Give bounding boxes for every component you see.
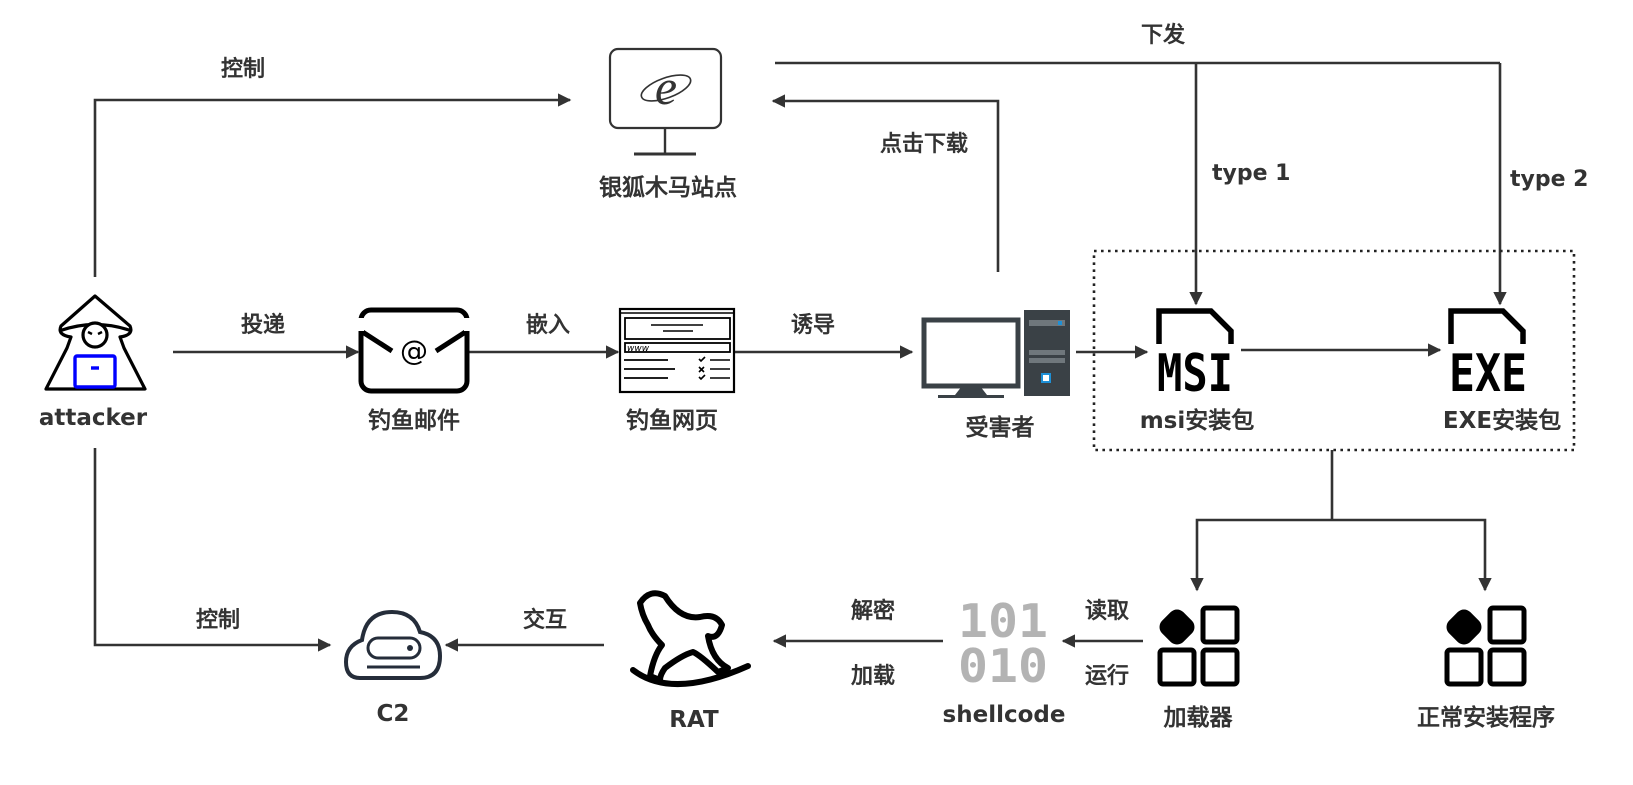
svg-text:010: 010 xyxy=(958,639,1048,693)
edges: 控制 投递 嵌入 诱导 点击下载 下发 type 1 type 2 读取 xyxy=(93,22,1589,689)
edge-label-type1: type 1 xyxy=(1212,161,1291,186)
svg-text:@: @ xyxy=(400,334,428,367)
edge-label-decrypt: 解密 xyxy=(851,598,895,624)
node-label-trojan-site: 银狐木马站点 xyxy=(599,174,737,201)
node-attacker[interactable]: attacker xyxy=(39,294,148,431)
edge-label-dispatch: 下发 xyxy=(1141,22,1186,48)
node-normal-installer[interactable]: 正常安装程序 xyxy=(1417,605,1555,731)
edge-label-run: 运行 xyxy=(1085,663,1129,689)
node-exe-package[interactable]: EXE EXE安装包 xyxy=(1443,308,1561,434)
desktop-computer-icon xyxy=(921,310,1070,398)
node-label-phishing-email: 钓鱼邮件 xyxy=(368,407,460,434)
node-msi-package[interactable]: MSI msi安装包 xyxy=(1140,308,1255,434)
edge-label-control-bottom: 控制 xyxy=(196,607,240,633)
edge-attacker-to-c2 xyxy=(93,448,332,652)
node-label-attacker: attacker xyxy=(39,405,148,431)
edge-label-deliver: 投递 xyxy=(241,312,285,338)
svg-text:EXE: EXE xyxy=(1449,344,1527,404)
svg-text:www: www xyxy=(627,344,650,354)
edge-victim-to-site xyxy=(771,94,1000,272)
edge-label-lure: 诱导 xyxy=(791,313,835,338)
edge-label-load: 加载 xyxy=(850,663,895,689)
webpage-form-icon: www xyxy=(618,307,736,394)
node-label-phishing-page: 钓鱼网页 xyxy=(626,407,718,434)
node-phishing-page[interactable]: www 钓鱼网页 xyxy=(618,307,736,434)
edge-label-interact: 交互 xyxy=(523,607,567,633)
node-loader[interactable]: 加载器 xyxy=(1156,605,1240,731)
node-trojan-site[interactable]: e 银狐木马站点 xyxy=(599,47,737,201)
node-label-loader: 加载器 xyxy=(1163,705,1234,731)
edge-attacker-to-site xyxy=(93,93,572,277)
browser-monitor-icon: e xyxy=(608,47,723,156)
edge-label-click-download: 点击下载 xyxy=(880,131,968,157)
node-label-shellcode: shellcode xyxy=(943,702,1066,728)
node-c2[interactable]: C2 xyxy=(343,609,443,727)
binary-code-icon: 101 010 xyxy=(958,594,1048,693)
rocking-horse-icon xyxy=(630,590,751,687)
app-grid-icon xyxy=(1444,605,1527,687)
node-label-normal-installer: 正常安装程序 xyxy=(1417,704,1555,731)
app-grid-icon xyxy=(1157,605,1240,687)
node-label-victim: 受害者 xyxy=(966,414,1035,441)
package-group-box xyxy=(1092,249,1576,452)
edge-split-to-normal xyxy=(1332,518,1492,592)
node-shellcode[interactable]: 101 010 shellcode xyxy=(943,594,1066,728)
edge-label-read: 读取 xyxy=(1085,599,1129,624)
svg-text:101: 101 xyxy=(958,594,1048,648)
exe-file-icon: EXE xyxy=(1448,308,1527,404)
node-label-exe-package: EXE安装包 xyxy=(1443,407,1561,434)
hooded-hacker-icon xyxy=(44,294,147,391)
node-label-rat: RAT xyxy=(669,707,719,733)
node-rat[interactable]: RAT xyxy=(630,590,751,733)
node-label-msi-package: msi安装包 xyxy=(1140,407,1255,434)
svg-text:MSI: MSI xyxy=(1157,344,1233,404)
email-envelope-icon: @ xyxy=(358,307,470,394)
edge-label-type2: type 2 xyxy=(1510,167,1589,192)
edge-split-to-loader xyxy=(1190,518,1332,592)
svg-text:e: e xyxy=(655,59,677,115)
msi-file-icon: MSI xyxy=(1156,308,1234,404)
node-label-c2: C2 xyxy=(377,701,410,727)
node-phishing-email[interactable]: @ 钓鱼邮件 xyxy=(358,307,470,434)
edge-label-embed: 嵌入 xyxy=(526,312,570,338)
node-victim[interactable]: 受害者 xyxy=(921,310,1070,441)
edge-label-control-top: 控制 xyxy=(221,56,265,82)
cloud-server-icon xyxy=(343,609,443,680)
